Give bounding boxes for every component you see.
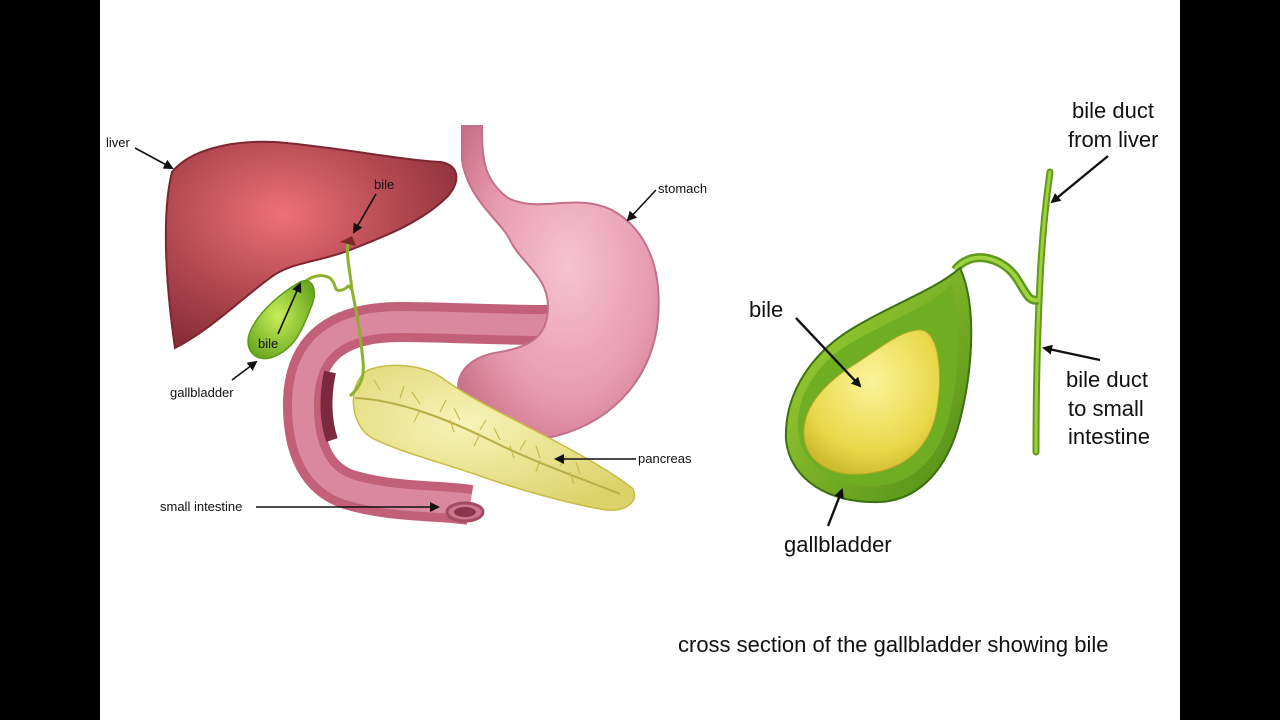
label-gallbladder: gallbladder [170,385,234,400]
bile-duct-left [294,236,365,398]
small-intestine-shape [282,300,643,525]
label-stomach: stomach [658,181,707,196]
label-pancreas: pancreas [638,451,692,466]
label-gallbladder-bile: bile [258,336,278,351]
label-bile-duct-to-intestine-3: intestine [1068,424,1150,449]
letterbox-left [0,0,100,720]
bile-pool [803,329,941,475]
stomach-shape [457,125,660,441]
gallbladder-left-shape [247,279,316,360]
right-annotation-arrows [795,155,1109,527]
label-bile-duct: bile [374,177,394,192]
figure-caption: cross section of the gallbladder showing… [678,632,1108,657]
label-small-intestine: small intestine [160,499,242,514]
label-bile-duct-to-intestine-1: bile duct [1066,367,1148,392]
bile-duct-right [951,168,1054,456]
liver-shape [164,140,458,350]
letterbox-right [1180,0,1280,720]
label-bile-duct-from-liver-2: from liver [1068,127,1158,152]
label-bile: bile [749,297,783,322]
label-bile-duct-from-liver-1: bile duct [1072,98,1154,123]
left-annotation-arrows [134,147,657,512]
label-gallbladder-right: gallbladder [784,532,892,557]
label-bile-duct-to-intestine-2: to small [1068,396,1144,421]
label-liver: liver [106,135,131,150]
